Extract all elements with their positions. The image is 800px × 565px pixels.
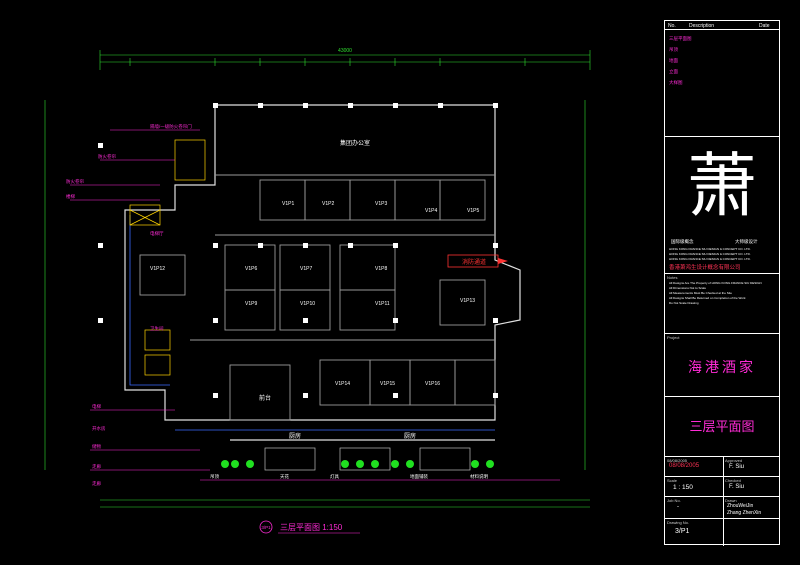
note-item: Do Not Scale Drawing (669, 301, 699, 305)
glazing-line (129, 215, 495, 431)
svg-text:吊顶: 吊顶 (210, 474, 219, 480)
svg-text:防火卷帘: 防火卷帘 (98, 153, 116, 160)
planter-row (221, 460, 494, 468)
project-name: 海港酒家 (688, 359, 756, 375)
svg-text:V1P1: V1P1 (282, 201, 294, 207)
svg-text:V1P8: V1P8 (375, 266, 387, 272)
structural-columns (98, 103, 498, 398)
drawing-caption: 3/P1 三层平面图 1:150 (259, 520, 360, 534)
svg-text:V1P11: V1P11 (375, 301, 390, 307)
note-item: All Measurements Must Be Checked at the … (669, 291, 732, 295)
svg-text:V1P6: V1P6 (245, 266, 257, 272)
company-slogan-2: 大师级设计 (735, 239, 758, 244)
svg-text:三层平面图 1:150: 三层平面图 1:150 (280, 523, 343, 532)
svg-text:灯具: 灯具 (330, 473, 339, 480)
room-main-office: 集团办公室 (340, 139, 370, 147)
approved-label: Approved (725, 458, 743, 463)
revision-item: 三层平面图 (669, 36, 692, 41)
room-labels: 集团办公室 前台 厨房 厨房 (259, 139, 416, 440)
vip-room-labels: V1P1 V1P2 V1P3 V1P4 V1P5 V1P6 V1P7 V1P8 … (150, 201, 479, 387)
revision-item: 地面 (669, 58, 678, 63)
date-display: 08/08/2005 (669, 463, 700, 469)
svg-text:材料说明: 材料说明 (470, 473, 488, 480)
fire-exit-arrow (447, 254, 508, 268)
revision-item: 吊顶 (669, 47, 678, 52)
svg-text:3/P1: 3/P1 (261, 525, 271, 530)
svg-text:V1P12: V1P12 (150, 266, 165, 272)
revision-item: 立面 (669, 69, 678, 74)
svg-text:电梯厅: 电梯厅 (150, 230, 164, 237)
drawing-title: 三层平面图 (689, 419, 755, 434)
room-kitchen-2: 厨房 (404, 432, 416, 440)
note-item: All Designs Shall Be Returned on Complet… (669, 296, 746, 300)
fire-exit-label: 消防通道 (462, 258, 486, 266)
svg-text:V1P14: V1P14 (335, 381, 350, 387)
company-en-3: HONG KONG FRANCE SIU DESIGN & CONCEPT CO… (669, 257, 751, 261)
svg-text:V1P4: V1P4 (425, 208, 437, 214)
col-date: Date (759, 23, 770, 29)
revision-list: 三层平面图 吊顶 地面 立面 大样图 (669, 33, 692, 88)
company-en-1: HONG KONG FRANCE SIU DESIGN & CONCEPT CO… (669, 247, 751, 251)
col-no: No. (668, 23, 676, 29)
interior-partitions (139, 174, 496, 421)
svg-text:V1P10: V1P10 (300, 301, 315, 307)
svg-text:开水房: 开水房 (92, 425, 106, 432)
kitchen-equipment (264, 447, 471, 471)
title-block: No. Description Date 三层平面图 吊顶 地面 立面 大样图 … (664, 20, 780, 546)
svg-text:V1P16: V1P16 (425, 381, 440, 387)
svg-text:V1P15: V1P15 (380, 381, 395, 387)
left-annotations: 隔墙/一级防火卷帘门 防火卷帘 防火卷帘 楼梯 电梯厅 卫生间 电梯 开水房 储… (66, 123, 192, 487)
room-kitchen-1: 厨房 (289, 432, 301, 440)
exterior-walls (124, 104, 521, 441)
svg-text:楼梯: 楼梯 (66, 193, 75, 200)
notes-header: Notes (667, 275, 678, 280)
top-dimension-lines (44, 50, 591, 508)
svg-text:储物: 储物 (92, 443, 101, 450)
note-item: All Dimensions Not to Scale (669, 286, 707, 290)
svg-text:V1P9: V1P9 (245, 301, 257, 307)
svg-text:V1P5: V1P5 (467, 208, 479, 214)
project-label: Project (667, 335, 680, 340)
overall-dimension: 43000 (338, 48, 352, 54)
company-en-2: HONG KONG FRANCE SIU DESIGN & CONCEPT CO… (669, 252, 751, 256)
notes-list: All Designs Are The Property of HONG KON… (669, 281, 777, 306)
svg-text:防火卷帘: 防火卷帘 (66, 178, 84, 185)
svg-text:V1P7: V1P7 (300, 266, 312, 272)
approved-value: F. Siu (729, 464, 745, 470)
job-value: - (677, 504, 679, 510)
checked-label: Checked (725, 478, 741, 483)
svg-text:电梯: 电梯 (92, 403, 101, 410)
svg-text:走廊: 走廊 (92, 480, 101, 487)
svg-text:V1P3: V1P3 (375, 201, 387, 207)
annotation-leaders (70, 129, 560, 481)
note-item: All Designs Are The Property of HONG KON… (669, 281, 762, 285)
checked-value: F. Siu (729, 484, 745, 490)
svg-text:V1P13: V1P13 (460, 298, 475, 304)
room-lobby: 前台 (259, 394, 271, 402)
scale-label: Scale (667, 478, 678, 483)
company-name-cn: 香港萧鸿生设计概念有限公司 (669, 265, 741, 271)
company-slogan-1: 国际级概念 (671, 239, 694, 244)
drawn-label: Drawn (725, 498, 737, 503)
svg-text:卫生间: 卫生间 (150, 325, 164, 332)
svg-text:地面铺装: 地面铺装 (410, 473, 428, 480)
col-description: Description (689, 23, 715, 29)
drawing-no-label: Drawing No. (667, 520, 690, 525)
drawn-by-1: ZhouWeiJin (727, 503, 754, 509)
date-value: 08/08/2005 (667, 458, 688, 463)
scale-value: 1 : 150 (673, 484, 693, 491)
bottom-annotations: 吊顶 天花 灯具 地面铺装 材料说明 (210, 473, 488, 480)
svg-text:天花: 天花 (280, 473, 289, 480)
company-logo: 萧 (687, 145, 757, 227)
svg-text:V1P2: V1P2 (322, 201, 334, 207)
drawn-by-2: Zhang ZhenXin (727, 510, 762, 516)
revision-item: 大样图 (669, 80, 683, 85)
svg-text:隔墙/一级防火卷帘门: 隔墙/一级防火卷帘门 (150, 123, 192, 130)
svg-text:走廊: 走廊 (92, 463, 101, 470)
job-label: Job No. (667, 498, 681, 503)
drawing-no-value: 3/P1 (675, 528, 690, 535)
